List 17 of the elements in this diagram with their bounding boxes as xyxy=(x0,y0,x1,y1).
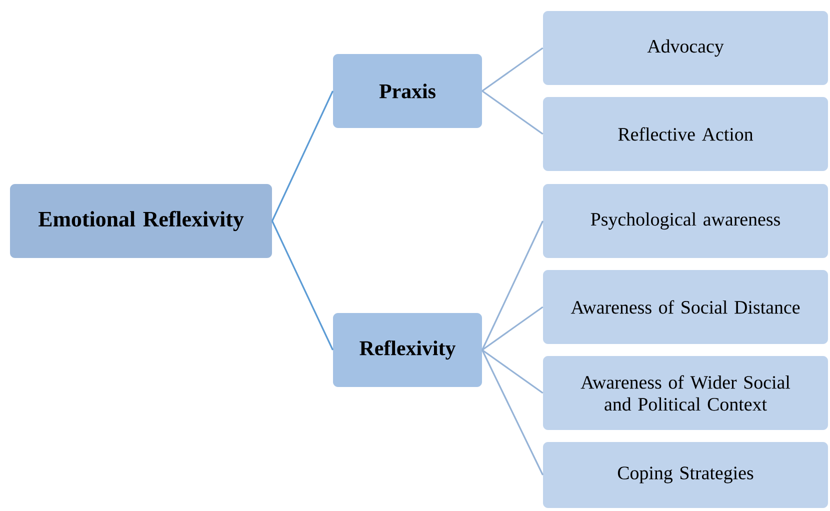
connector-line xyxy=(482,90,544,135)
connector-line xyxy=(481,220,544,350)
connector-line xyxy=(271,220,334,350)
connector-line xyxy=(271,90,334,222)
leaf-box: Advocacy xyxy=(543,11,828,85)
connector-line xyxy=(482,349,544,394)
root-box: Emotional Reflexivity xyxy=(10,184,272,258)
connector-line xyxy=(482,47,544,92)
leaf-box: Reflective Action xyxy=(543,97,828,171)
connector-line xyxy=(481,350,544,476)
leaf-box: Coping Strategies xyxy=(543,442,828,508)
branch-box: Reflexivity xyxy=(333,313,482,387)
branch-box: Praxis xyxy=(333,54,482,128)
connector-line xyxy=(482,306,544,351)
leaf-box: Awareness of Social Distance xyxy=(543,270,828,344)
leaf-box: Awareness of Wider Social and Political Context xyxy=(543,356,828,430)
leaf-box: Psychological awareness xyxy=(543,184,828,258)
